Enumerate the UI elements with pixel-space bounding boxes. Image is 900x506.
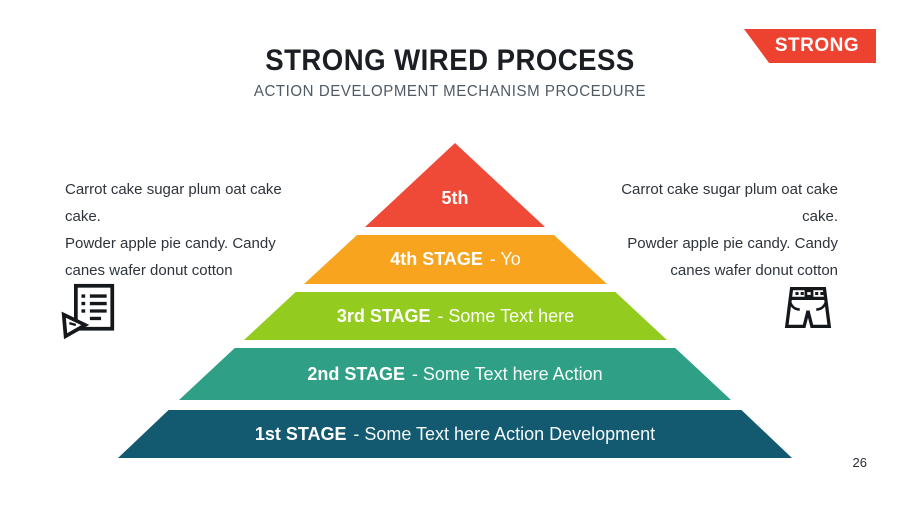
left-note-line: canes wafer donut cotton bbox=[65, 262, 233, 279]
stage-description: - Some Text here Action Development bbox=[353, 423, 656, 444]
stage-label: 1st STAGE bbox=[254, 423, 347, 444]
right-note-text: Carrot cake sugar plum oat cake cake. Po… bbox=[582, 176, 838, 284]
stage-label: 5th bbox=[441, 187, 469, 208]
stage-label: 3rd STAGE bbox=[336, 305, 431, 326]
page-number: 26 bbox=[852, 455, 867, 470]
right-note-line: Carrot cake sugar plum oat cake cake. bbox=[621, 181, 838, 225]
right-note-line: Powder apple pie candy. Candy bbox=[627, 235, 838, 252]
pyramid-stage-2: 2nd STAGE - Some Text here Action bbox=[179, 348, 731, 400]
brand-badge: STRONG bbox=[744, 29, 876, 63]
pyramid-stage-5: 5th bbox=[365, 143, 545, 227]
right-note-line: canes wafer donut cotton bbox=[670, 262, 838, 279]
brand-badge-label: STRONG bbox=[774, 35, 860, 56]
pyramid-stage-3: 3rd STAGE - Some Text here bbox=[244, 292, 667, 340]
left-note-line: Powder apple pie candy. Candy bbox=[65, 235, 276, 252]
stage-label: 2nd STAGE bbox=[307, 363, 406, 384]
pyramid-stage-4: 4th STAGE - Yo bbox=[304, 235, 607, 284]
pyramid-stage-1: 1st STAGE - Some Text here Action Develo… bbox=[118, 410, 792, 458]
page-title: STRONG WIRED PROCESS bbox=[265, 44, 635, 77]
stage-description: - Yo bbox=[489, 249, 521, 269]
left-note-text: Carrot cake sugar plum oat cake cake. Po… bbox=[65, 176, 317, 284]
checklist-play-icon bbox=[60, 281, 116, 341]
stage-label: 4th STAGE bbox=[390, 249, 483, 269]
page-subtitle: ACTION DEVELOPMENT MECHANISM PROCEDURE bbox=[253, 83, 647, 100]
stage-description: - Some Text here bbox=[437, 305, 575, 326]
shorts-icon bbox=[779, 279, 837, 337]
left-note-line: Carrot cake sugar plum oat cake cake. bbox=[65, 181, 282, 225]
stage-description: - Some Text here Action bbox=[411, 363, 603, 384]
